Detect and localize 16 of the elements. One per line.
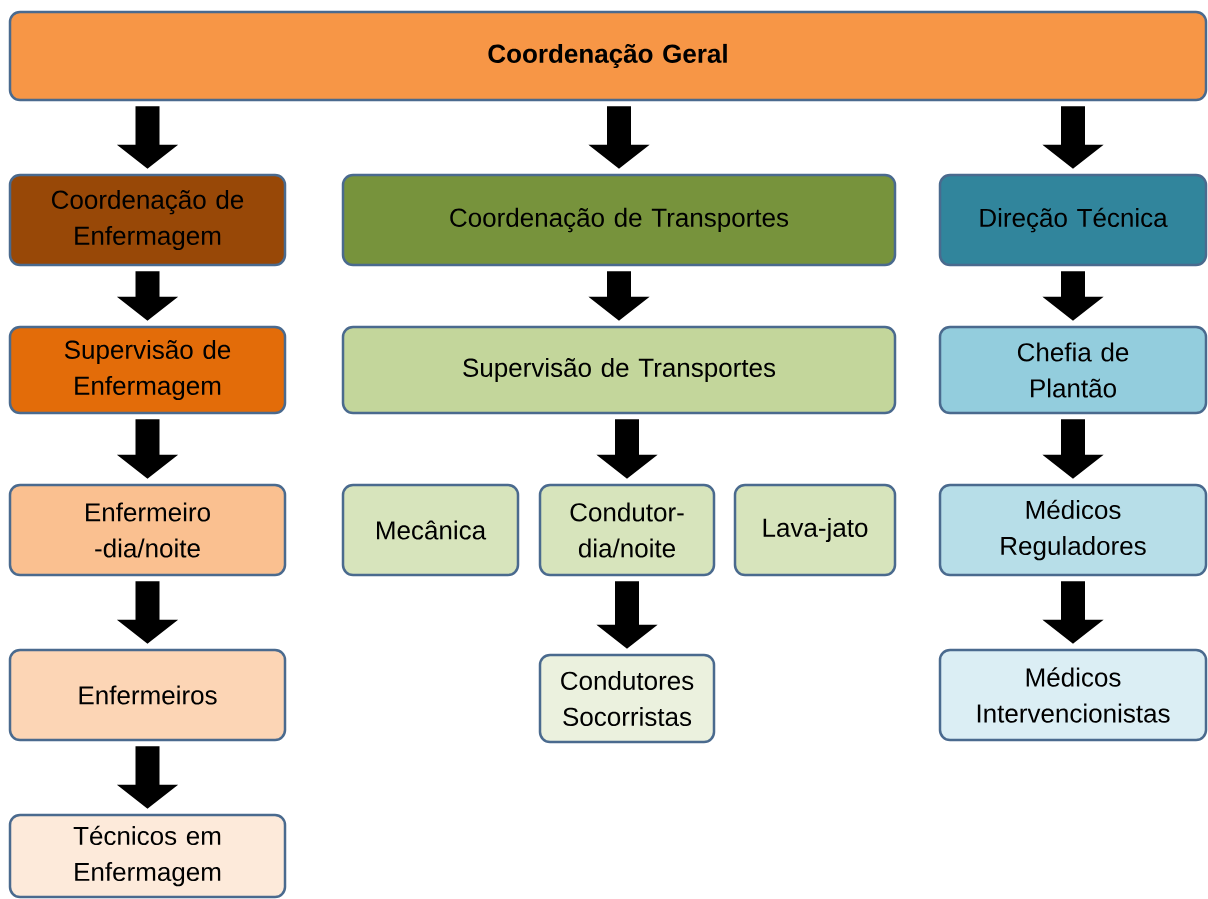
org-box: Condutor- dia/noite [538,483,716,577]
org-box: Técnicos em Enfermagem [8,813,287,899]
org-box: Enfermeiros [8,648,287,742]
org-box: Coordenação de Enfermagem [8,173,287,267]
org-box: Supervisão de Transportes [341,325,897,415]
org-box: Chefia de Plantão [938,325,1208,415]
org-box: Supervisão de Enfermagem [8,325,287,415]
org-box: Médicos Intervencionistas [938,648,1208,742]
org-box: Mecânica [341,483,520,577]
org-box: Enfermeiro -dia/noite [8,483,287,577]
org-box: Condutores Socorristas [538,653,716,744]
org-box: Coordenação de Transportes [341,173,897,267]
org-box: Coordenação Geral [8,10,1208,102]
org-box: Direção Técnica [938,173,1208,267]
org-box: Médicos Reguladores [938,483,1208,577]
org-box: Lava-jato [733,483,897,577]
